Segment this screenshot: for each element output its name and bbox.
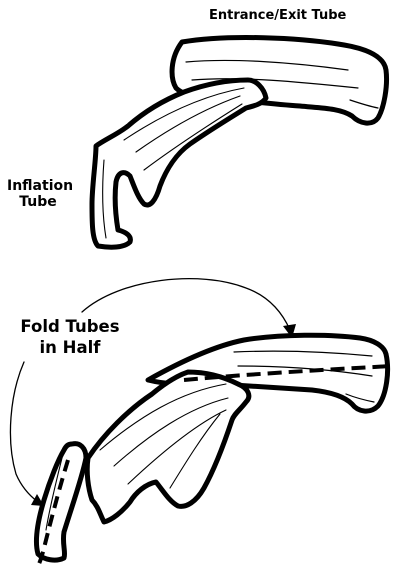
inflation-tube-label-line-1: Inflation <box>7 178 69 194</box>
fold-arrow-left <box>10 362 44 506</box>
inflation-tube-label: Inflation Tube <box>7 178 69 210</box>
fold-tubes-label-line-1: Fold Tubes <box>14 317 126 338</box>
bottom-inflation-tube <box>87 372 249 522</box>
inflation-tube-label-line-2: Tube <box>7 194 69 210</box>
fold-tubes-label-line-2: in Half <box>14 338 126 359</box>
fold-tubes-label: Fold Tubes in Half <box>14 317 126 358</box>
entrance-exit-tube-label: Entrance/Exit Tube <box>209 9 346 24</box>
bottom-inflation-tube-outline <box>87 372 249 522</box>
fold-arrow-left-shaft <box>10 362 38 502</box>
top-inflation-tube <box>92 80 266 247</box>
